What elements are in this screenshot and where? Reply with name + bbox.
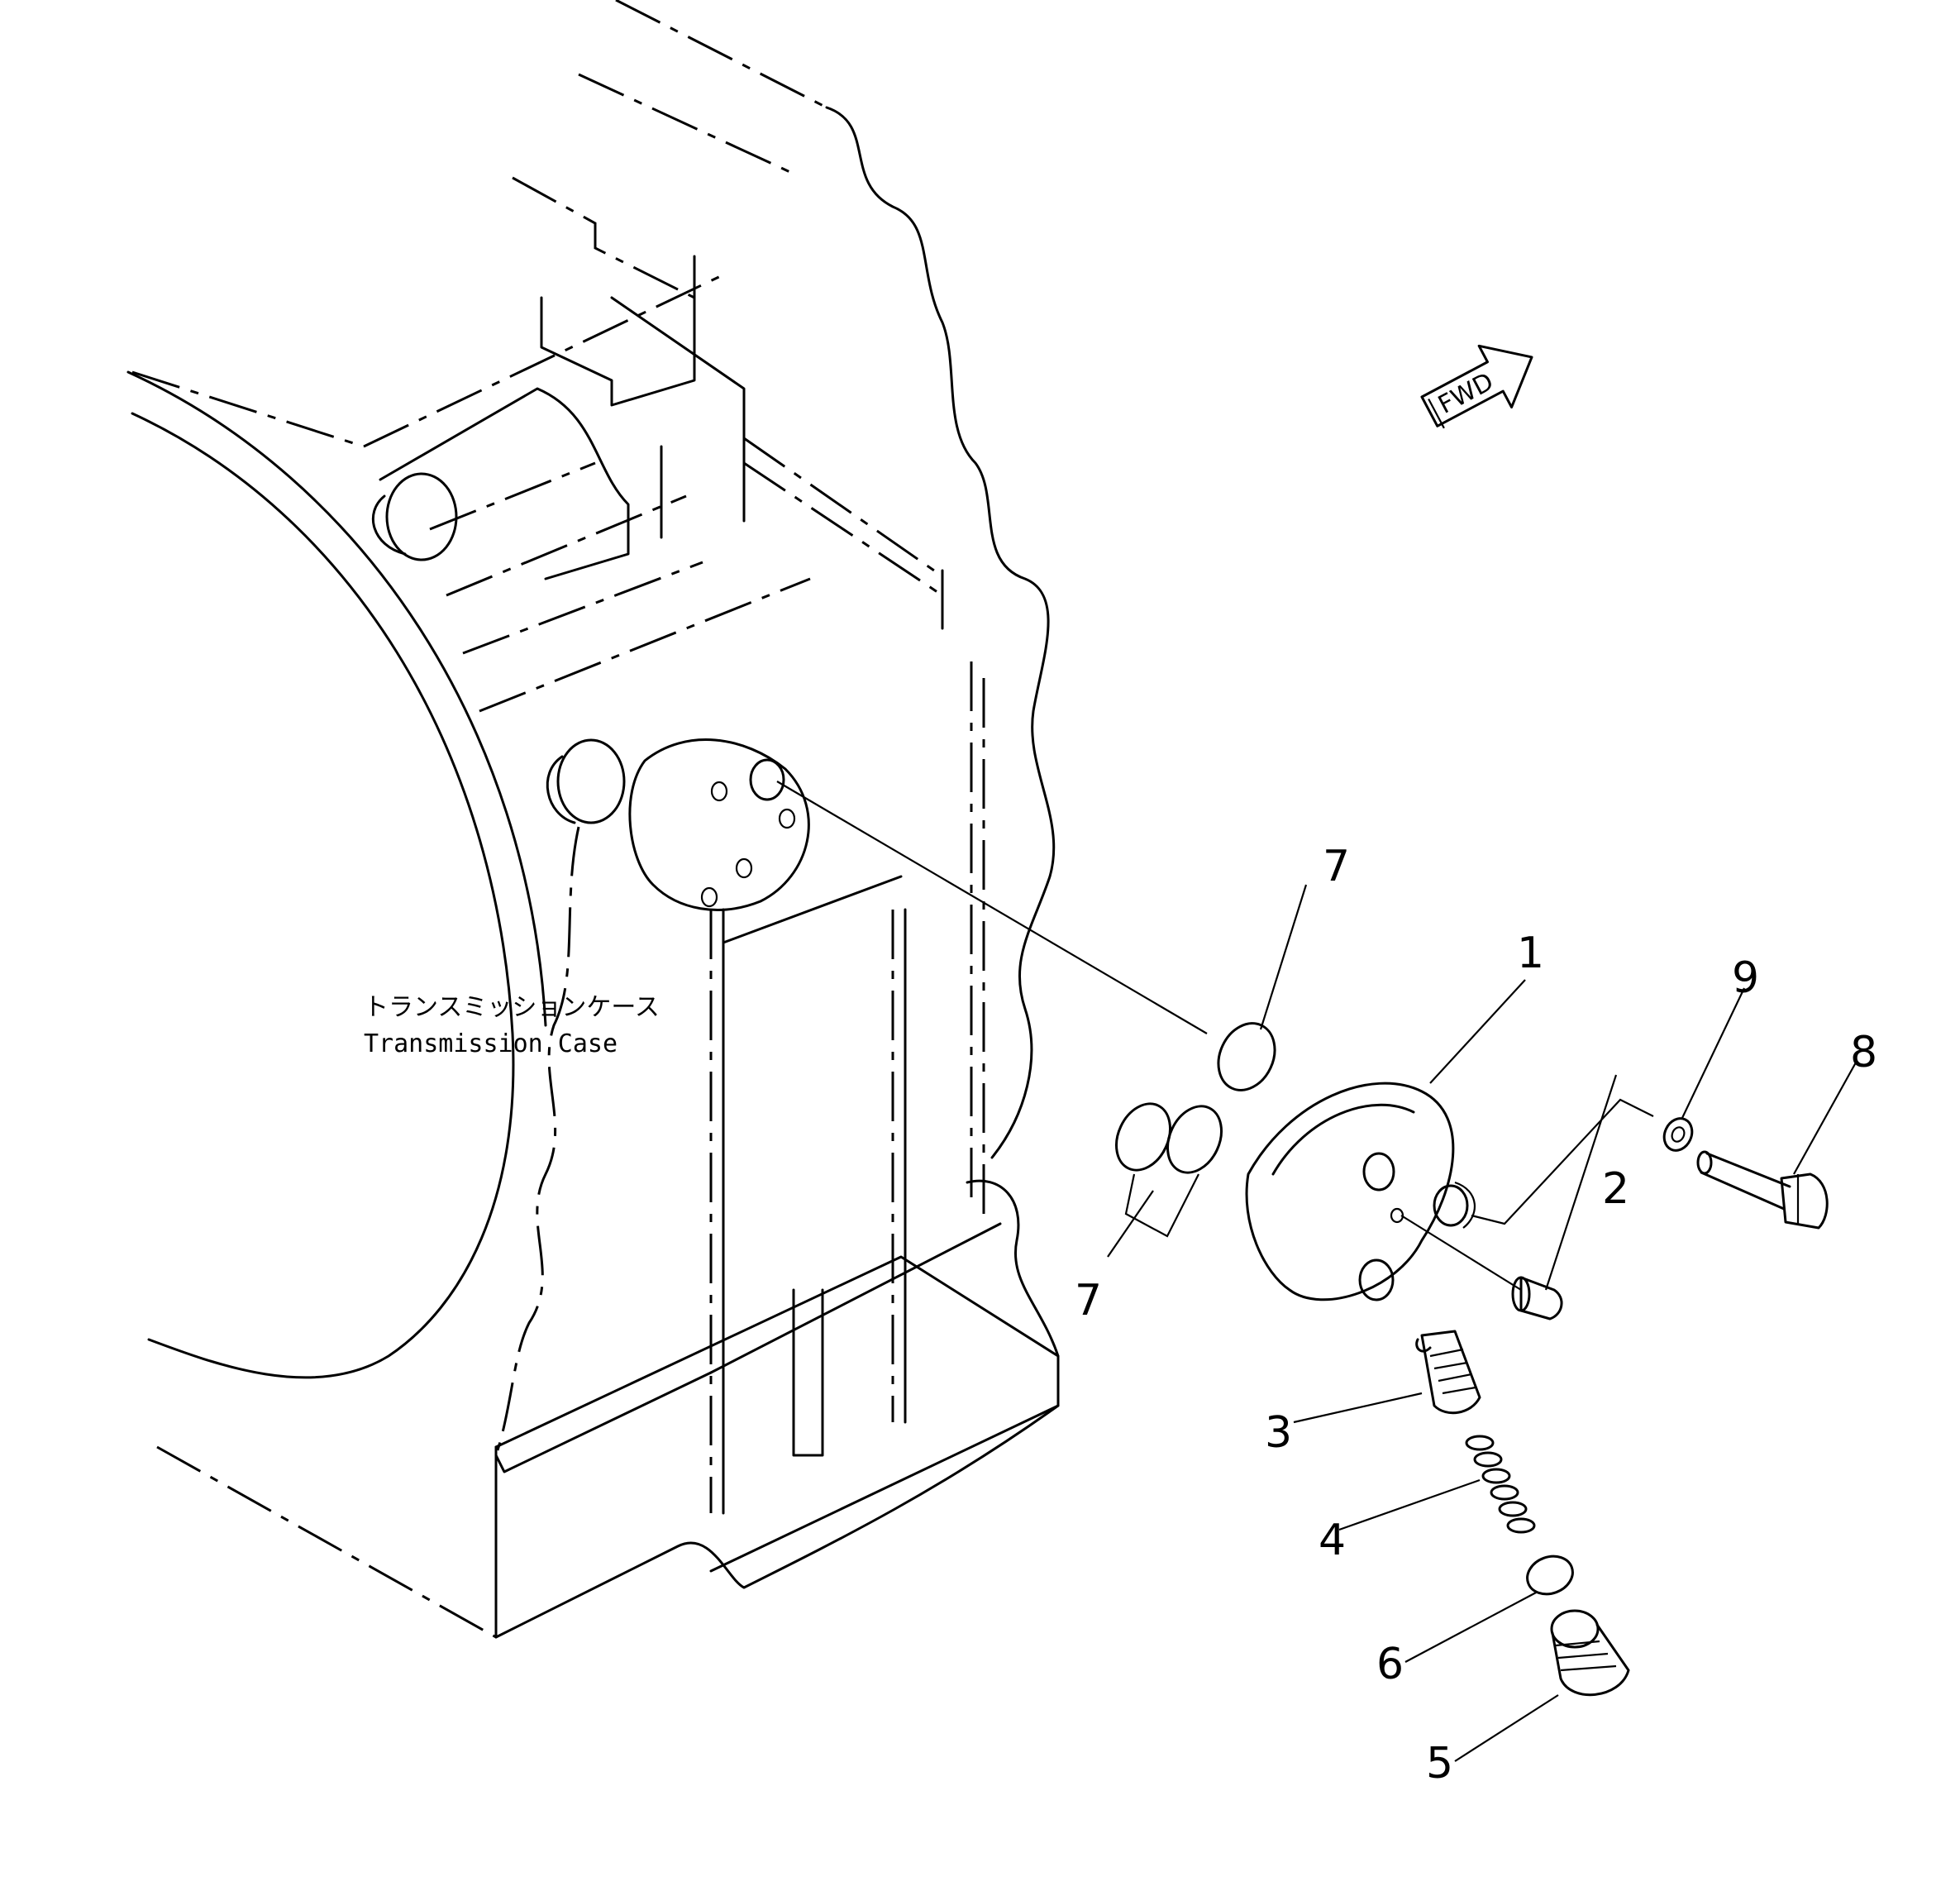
- plug-2: [1511, 1276, 1563, 1321]
- case-label-english: Transmission Case: [364, 1029, 618, 1058]
- callout-5: 5: [1426, 1739, 1453, 1789]
- callout-7-lower: 7: [1075, 1276, 1102, 1325]
- transmission-case: [126, 0, 1060, 1639]
- fwd-arrow-icon: FWD: [1420, 344, 1533, 429]
- callout-numbers: 1 2 3 4 5 6 7 7 8 9: [1075, 842, 1877, 1789]
- callout-9: 9: [1732, 953, 1759, 1003]
- assembly-axis-line: [776, 781, 1208, 1034]
- valve-body-1: [1245, 1082, 1476, 1301]
- callout-6: 6: [1376, 1640, 1404, 1689]
- spring-4: [1465, 1435, 1536, 1534]
- callout-4: 4: [1319, 1516, 1346, 1565]
- piston-3: [1415, 1330, 1481, 1415]
- callout-2: 2: [1602, 1164, 1629, 1214]
- o-ring-6: [1526, 1555, 1574, 1596]
- callout-3: 3: [1265, 1408, 1292, 1458]
- case-label-japanese: トランスミッションケース: [364, 993, 660, 1022]
- o-ring-7-upper: [1217, 1022, 1276, 1091]
- plug-5: [1550, 1609, 1630, 1697]
- callout-8: 8: [1850, 1028, 1877, 1077]
- bolt-8: [1696, 1150, 1829, 1230]
- leader-body-to-plug: [1400, 1215, 1522, 1291]
- washer-9: [1662, 1117, 1694, 1152]
- callout-leaders: [1107, 884, 1857, 1762]
- leader-body-to-washer: [1471, 1098, 1654, 1225]
- o-ring-7-lower-pair: [1115, 1102, 1223, 1238]
- callout-1: 1: [1517, 929, 1544, 978]
- transmission-case-label: トランスミッションケース Transmission Case: [364, 993, 660, 1058]
- callout-7-upper: 7: [1323, 842, 1350, 891]
